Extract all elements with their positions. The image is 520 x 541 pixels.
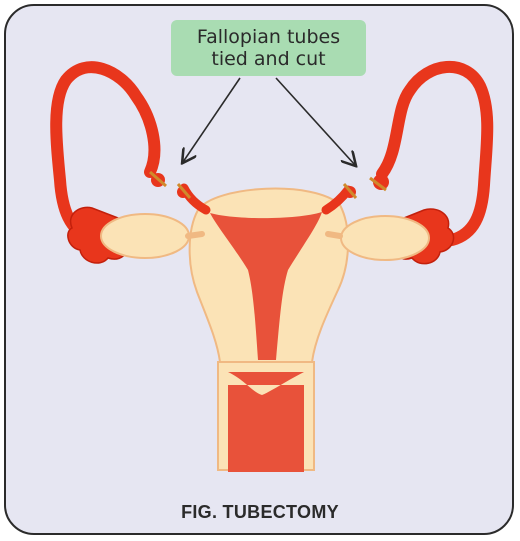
right-pointer-arrow [276,78,355,165]
right-ovarian-ligament [328,234,340,236]
callout-line-1: Fallopian tubes [197,26,340,48]
left-ovarian-ligament [188,234,202,236]
right-ovary [341,216,429,260]
right-ligature [344,174,389,198]
callout-line-2: tied and cut [211,48,325,70]
left-ovary [101,214,189,258]
callout-label: Fallopian tubes tied and cut [171,20,366,76]
figure-caption: FIG. TUBECTOMY [0,502,520,523]
left-pointer-arrow [183,78,240,162]
